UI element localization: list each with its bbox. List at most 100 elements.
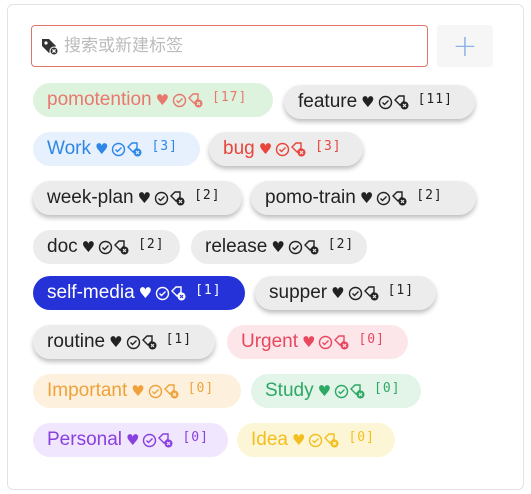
eye-icon[interactable] <box>334 384 349 399</box>
tag-name: Study <box>265 380 314 401</box>
eye-icon[interactable] <box>348 286 363 301</box>
eye-icon[interactable] <box>126 335 141 350</box>
heart-icon[interactable]: ♥ <box>361 93 375 111</box>
tag-count: [1] <box>165 331 193 347</box>
tag-name: doc <box>47 236 78 257</box>
tag-chip-supper[interactable]: supper♥ [1] <box>255 276 436 310</box>
tag-count: [2] <box>327 236 355 252</box>
heart-icon[interactable]: ♥ <box>137 189 152 207</box>
tag-name: bug <box>223 138 255 159</box>
heart-icon[interactable]: ♥ <box>126 431 140 449</box>
tag-name: week-plan <box>47 187 134 208</box>
tag-name: Important <box>47 380 128 401</box>
eye-icon[interactable] <box>142 433 157 448</box>
tag-chip-self-media[interactable]: self-media♥ [1] <box>33 276 245 310</box>
tag-chip-bug[interactable]: bug♥ [3] <box>209 132 363 166</box>
eye-icon[interactable] <box>378 95 393 110</box>
delete-badge-icon[interactable] <box>349 383 366 400</box>
tag-count: [0] <box>358 331 385 347</box>
tag-count: [17] <box>212 89 248 105</box>
delete-badge-icon[interactable] <box>157 432 174 449</box>
tag-count: [2] <box>416 187 443 203</box>
add-tag-button[interactable]: + <box>437 25 493 67</box>
heart-icon[interactable]: ♥ <box>109 333 123 351</box>
eye-icon[interactable] <box>148 384 163 399</box>
tag-name: Urgent <box>241 331 299 352</box>
tag-count: [0] <box>374 380 401 396</box>
tag-count: [1] <box>387 282 415 298</box>
delete-badge-icon[interactable] <box>290 141 307 158</box>
heart-icon[interactable]: ♥ <box>317 382 332 400</box>
tag-name: release <box>205 236 268 257</box>
tag-count: [3] <box>315 138 342 154</box>
tag-count: [0] <box>187 380 215 396</box>
tag-chip-study[interactable]: Study♥ [0] <box>251 374 421 408</box>
tag-chip-urgent[interactable]: Urgent♥ [0] <box>227 325 408 359</box>
tag-chip-idea[interactable]: Idea♥ [0] <box>237 423 395 457</box>
tag-name: Idea <box>251 429 288 450</box>
heart-icon[interactable]: ♥ <box>94 140 109 158</box>
tag-icon <box>38 35 60 57</box>
tag-name: pomo-train <box>265 187 356 208</box>
delete-badge-icon[interactable] <box>163 383 180 400</box>
eye-icon[interactable] <box>111 142 126 157</box>
delete-badge-icon[interactable] <box>391 190 408 207</box>
eye-icon[interactable] <box>154 191 169 206</box>
tag-name: pomotention <box>47 89 152 110</box>
delete-badge-icon[interactable] <box>169 190 186 207</box>
heart-icon[interactable]: ♥ <box>155 91 170 109</box>
heart-icon[interactable]: ♥ <box>302 333 316 351</box>
tag-chip-personal[interactable]: Personal♥ [0] <box>33 423 228 457</box>
delete-badge-icon[interactable] <box>141 334 158 351</box>
heart-icon[interactable]: ♥ <box>359 189 374 207</box>
eye-icon[interactable] <box>275 142 290 157</box>
heart-icon[interactable]: ♥ <box>291 431 306 449</box>
delete-badge-icon[interactable] <box>126 141 143 158</box>
tag-name: self-media <box>47 282 135 303</box>
tag-count: [3] <box>151 138 178 154</box>
tag-search-box[interactable] <box>31 25 428 67</box>
tag-chip-routine[interactable]: routine♥ [1] <box>33 325 215 359</box>
delete-badge-icon[interactable] <box>393 94 410 111</box>
heart-icon[interactable]: ♥ <box>81 238 96 256</box>
delete-badge-icon[interactable] <box>170 285 187 302</box>
delete-badge-icon[interactable] <box>303 239 320 256</box>
tag-chip-pomo-train[interactable]: pomo-train♥ [2] <box>251 181 476 215</box>
tag-count: [2] <box>194 187 221 203</box>
eye-icon[interactable] <box>155 286 170 301</box>
tag-chip-pomotention[interactable]: pomotention♥ [17] <box>33 83 273 117</box>
tag-name: Personal <box>47 429 122 450</box>
tag-name: routine <box>47 331 106 352</box>
tag-chip-doc[interactable]: doc♥ [2] <box>33 230 180 264</box>
tag-name: supper <box>269 282 328 303</box>
heart-icon[interactable]: ♥ <box>258 140 273 158</box>
eye-icon[interactable] <box>318 335 333 350</box>
tag-name: feature <box>298 91 358 112</box>
delete-badge-icon[interactable] <box>323 432 340 449</box>
tag-count: [1] <box>195 282 222 298</box>
tag-count: [0] <box>348 429 375 445</box>
search-input[interactable] <box>60 36 384 56</box>
delete-badge-icon[interactable] <box>187 92 204 109</box>
delete-badge-icon[interactable] <box>113 239 130 256</box>
heart-icon[interactable]: ♥ <box>331 284 345 302</box>
eye-icon[interactable] <box>172 93 187 108</box>
delete-badge-icon[interactable] <box>363 285 380 302</box>
tag-chip-release[interactable]: release♥ [2] <box>191 230 367 264</box>
heart-icon[interactable]: ♥ <box>131 382 145 400</box>
tag-chip-work[interactable]: Work♥ [3] <box>33 132 200 166</box>
heart-icon[interactable]: ♥ <box>271 238 285 256</box>
eye-icon[interactable] <box>98 240 113 255</box>
tag-count: [2] <box>138 236 165 252</box>
heart-icon[interactable]: ♥ <box>138 284 153 302</box>
eye-icon[interactable] <box>376 191 391 206</box>
delete-badge-icon[interactable] <box>333 334 350 351</box>
tag-chip-important[interactable]: Important♥ [0] <box>33 374 241 408</box>
tag-chip-feature[interactable]: feature♥ [11] <box>284 85 475 119</box>
tag-chip-week-plan[interactable]: week-plan♥ [2] <box>33 181 242 215</box>
eye-icon[interactable] <box>308 433 323 448</box>
eye-icon[interactable] <box>288 240 303 255</box>
tag-count: [0] <box>182 429 209 445</box>
tag-name: Work <box>47 138 91 159</box>
tag-count: [11] <box>417 91 453 107</box>
